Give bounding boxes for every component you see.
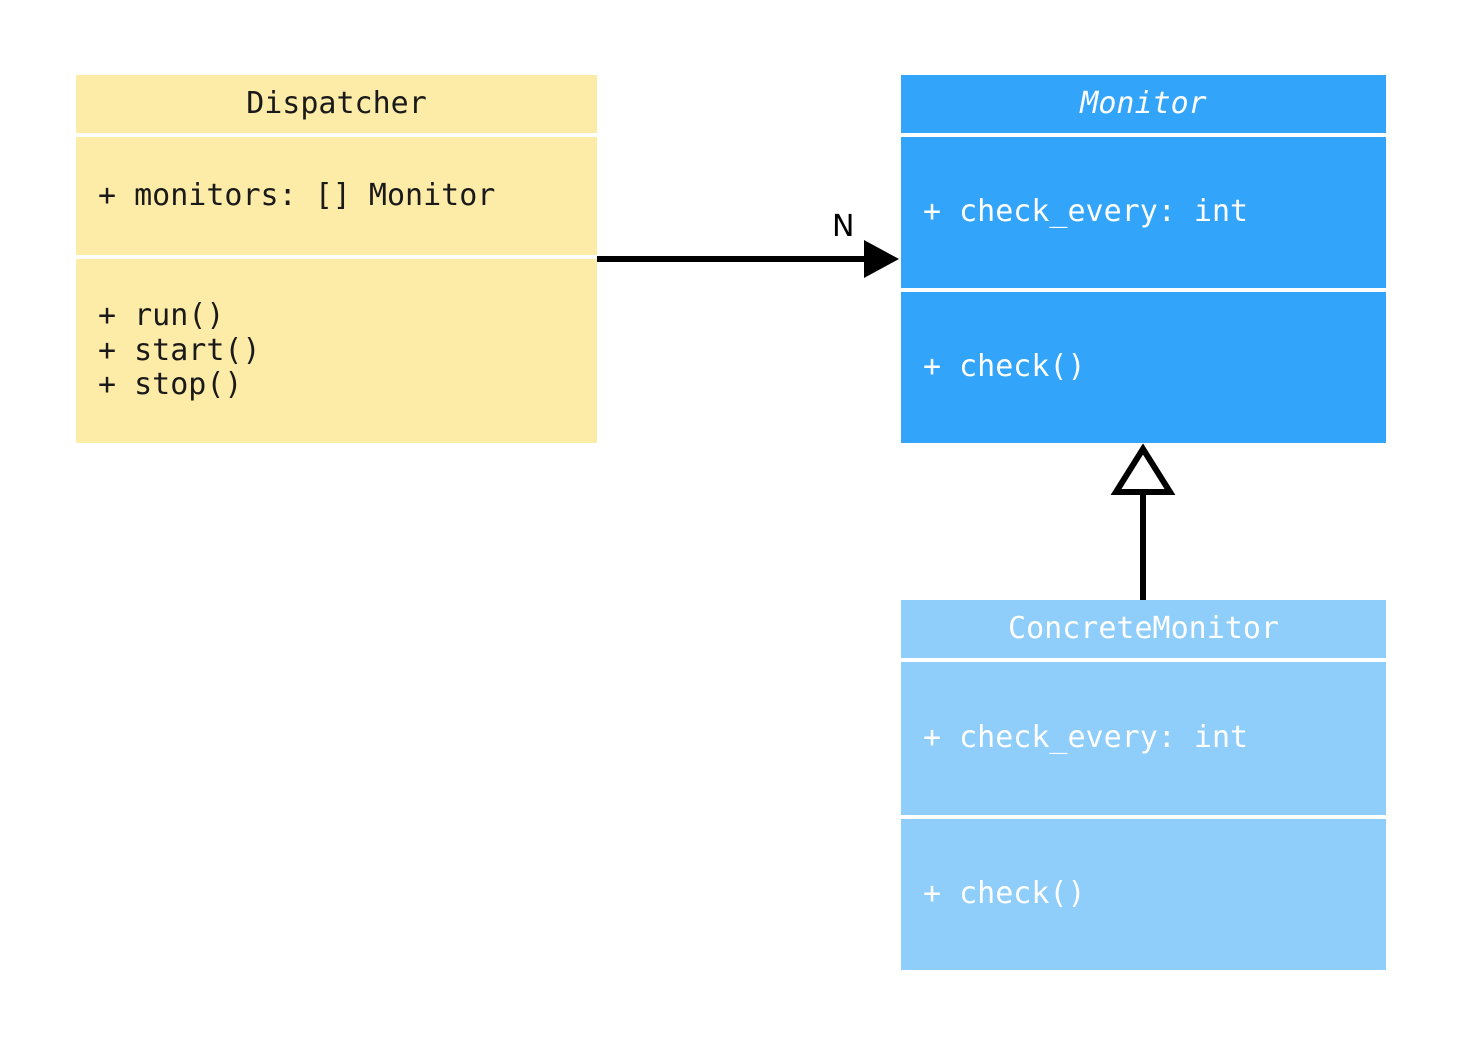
attributes-compartment-dispatcher: + monitors: [] Monitor [76,137,597,255]
compartment-divider [901,658,1386,662]
methods-compartment-concretemonitor: + check() [901,819,1386,970]
uml-class-concretemonitor[interactable]: ConcreteMonitor + check_every: int + che… [901,600,1386,970]
hollow-triangle-arrowhead-icon [1110,443,1176,495]
uml-class-monitor[interactable]: Monitor + check_every: int + check() [901,75,1386,443]
methods-compartment-monitor: + check() [901,292,1386,443]
compartment-divider [901,288,1386,292]
class-name-monitor: Monitor [901,75,1386,133]
attributes-compartment-concretemonitor: + check_every: int [901,662,1386,815]
class-name-dispatcher: Dispatcher [76,75,597,133]
compartment-divider [901,133,1386,137]
class-name-concretemonitor: ConcreteMonitor [901,600,1386,658]
attributes-compartment-monitor: + check_every: int [901,137,1386,288]
methods-compartment-dispatcher: + run() + start() + stop() [76,259,597,443]
uml-class-dispatcher[interactable]: Dispatcher + monitors: [] Monitor + run(… [76,75,597,443]
compartment-divider [901,815,1386,819]
filled-triangle-arrowhead-icon [864,240,899,278]
compartment-divider [76,133,597,137]
generalization-arrow-concretemonitor-to-monitor [1110,443,1176,600]
association-arrow-dispatcher-to-monitor [597,240,899,278]
association-multiplicity-label: N [832,209,855,244]
compartment-divider [76,255,597,259]
